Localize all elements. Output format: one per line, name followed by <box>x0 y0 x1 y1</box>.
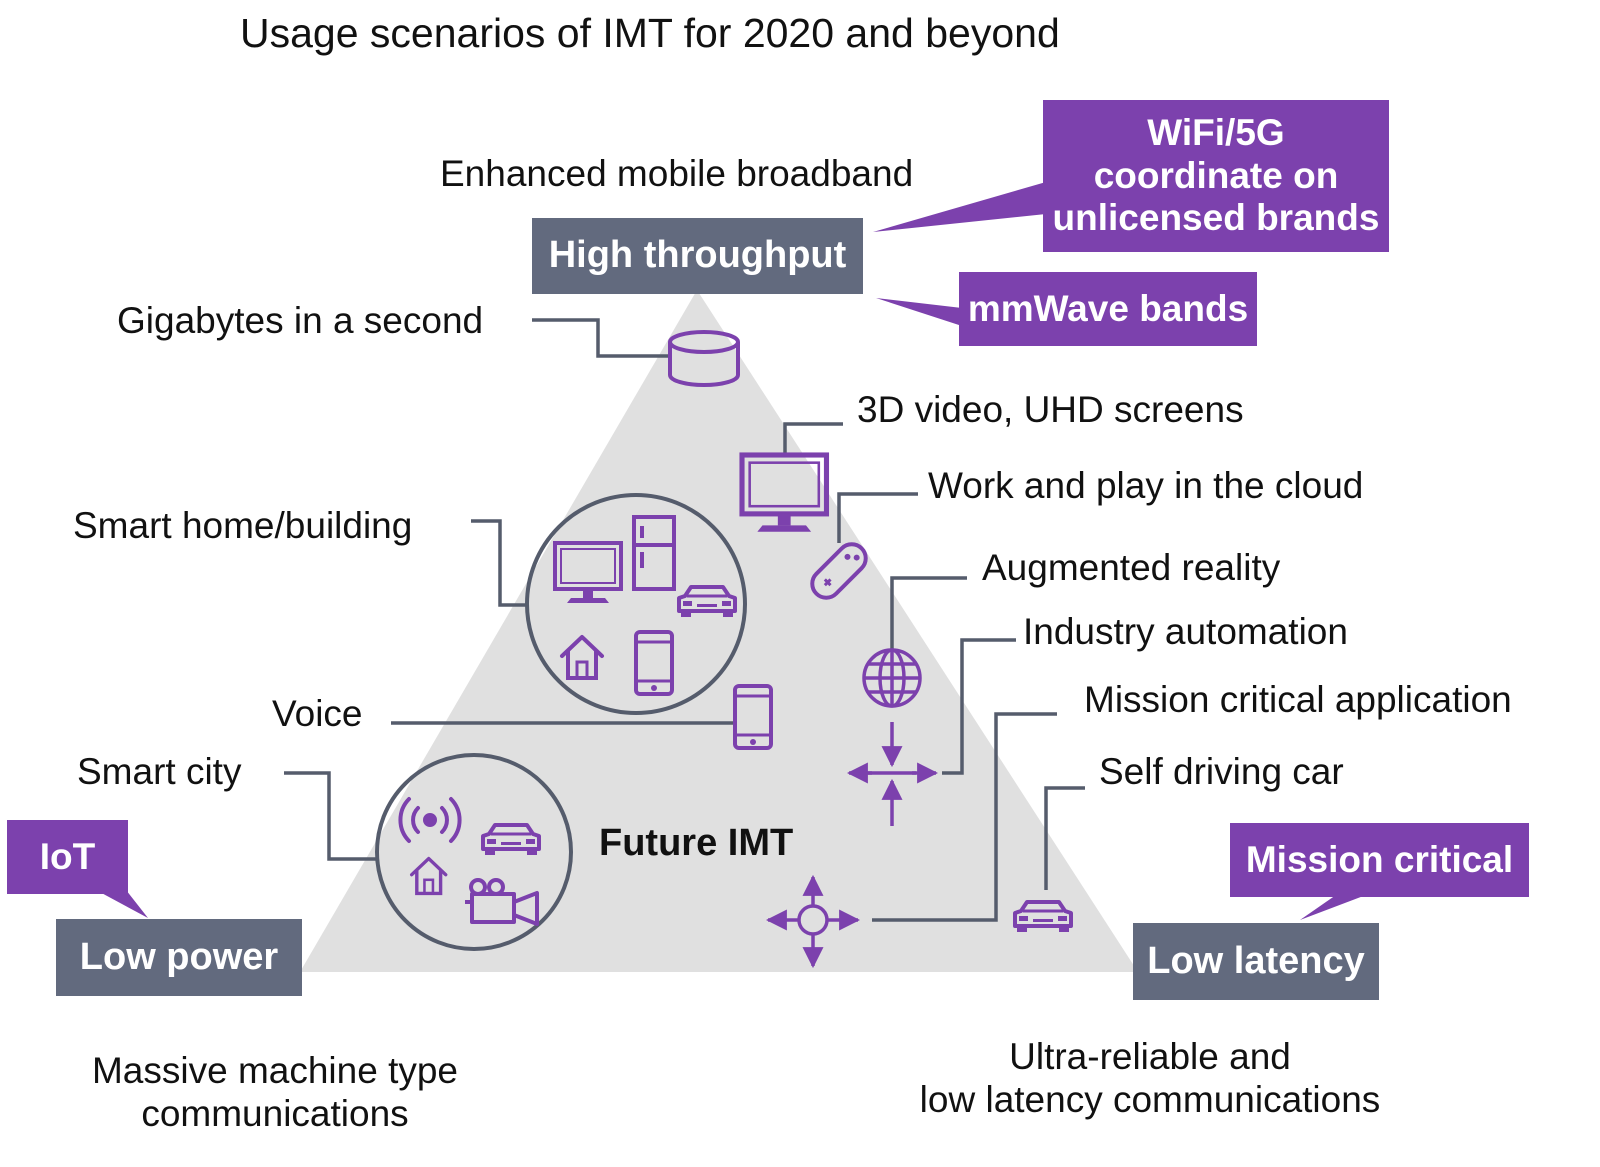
mmwave-label: mmWave bands <box>967 287 1249 329</box>
high-throughput-label: High throughput <box>548 234 847 277</box>
scenario-triangle <box>300 290 1138 972</box>
broadcast-icon <box>398 797 462 843</box>
caption-line: Massive machine type <box>91 1050 459 1091</box>
enhanced-mobile-broadband-caption: Enhanced mobile broadband <box>440 153 914 194</box>
caption-line: communications <box>141 1092 409 1134</box>
globe-icon <box>862 648 922 708</box>
leader-lines <box>284 318 1085 922</box>
caption-line: Ultra-reliable and <box>1009 1036 1291 1077</box>
smart-home-label: Smart home/building <box>73 505 413 546</box>
gamepad-icon <box>810 542 868 600</box>
mission-critical-application-label: Mission critical application <box>1084 679 1512 720</box>
database-icon <box>668 330 740 387</box>
low-latency-label: Low latency <box>1147 939 1365 982</box>
fridge-icon <box>632 515 676 591</box>
iot-callout: IoT <box>7 820 128 894</box>
low-power-box: Low power <box>56 919 302 996</box>
iot-callout-tail <box>96 890 148 918</box>
video-camera-icon <box>465 878 539 926</box>
wifi-callout-line: unlicensed brands <box>1052 197 1380 239</box>
iot-label: IoT <box>39 835 96 877</box>
industry-automation-label: Industry automation <box>1023 611 1348 652</box>
move-arrows-icon <box>765 874 861 969</box>
ultra-reliable-caption: Ultra-reliable and low latency communica… <box>880 1036 1420 1121</box>
self-driving-car-label: Self driving car <box>1099 751 1344 792</box>
wifi-callout: WiFi/5G coordinate on unlicensed brands <box>1043 100 1389 252</box>
future-imt-label: Future IMT <box>599 822 794 864</box>
mmwave-callout-tail <box>876 298 962 326</box>
diagram-title: Usage scenarios of IMT for 2020 and beyo… <box>240 10 1060 56</box>
high-throughput-box: High throughput <box>532 218 863 294</box>
low-latency-box: Low latency <box>1133 923 1379 1000</box>
caption-line: low latency communications <box>919 1078 1381 1120</box>
wifi-callout-line: WiFi/5G <box>1147 112 1285 154</box>
smart-city-label: Smart city <box>77 751 242 792</box>
crossing-arrows-icon <box>846 722 939 826</box>
augmented-reality-label: Augmented reality <box>982 547 1281 588</box>
massive-machine-caption: Massive machine type communications <box>60 1050 490 1135</box>
smart-home-circle <box>525 493 747 715</box>
smart-city-circle <box>375 753 573 951</box>
mmwave-callout: mmWave bands <box>959 272 1257 346</box>
mission-critical-label: Mission critical <box>1245 838 1514 880</box>
wifi-callout-tail <box>873 182 1046 232</box>
mission-critical-callout: Mission critical <box>1230 823 1529 897</box>
cloud-label: Work and play in the cloud <box>928 465 1364 506</box>
low-power-label: Low power <box>79 935 279 978</box>
wifi-callout-line: coordinate on <box>1093 154 1339 196</box>
mission-callout-tail <box>1300 895 1366 920</box>
voice-label: Voice <box>272 693 363 734</box>
gigabytes-label: Gigabytes in a second <box>117 300 484 341</box>
video-label: 3D video, UHD screens <box>857 389 1244 430</box>
